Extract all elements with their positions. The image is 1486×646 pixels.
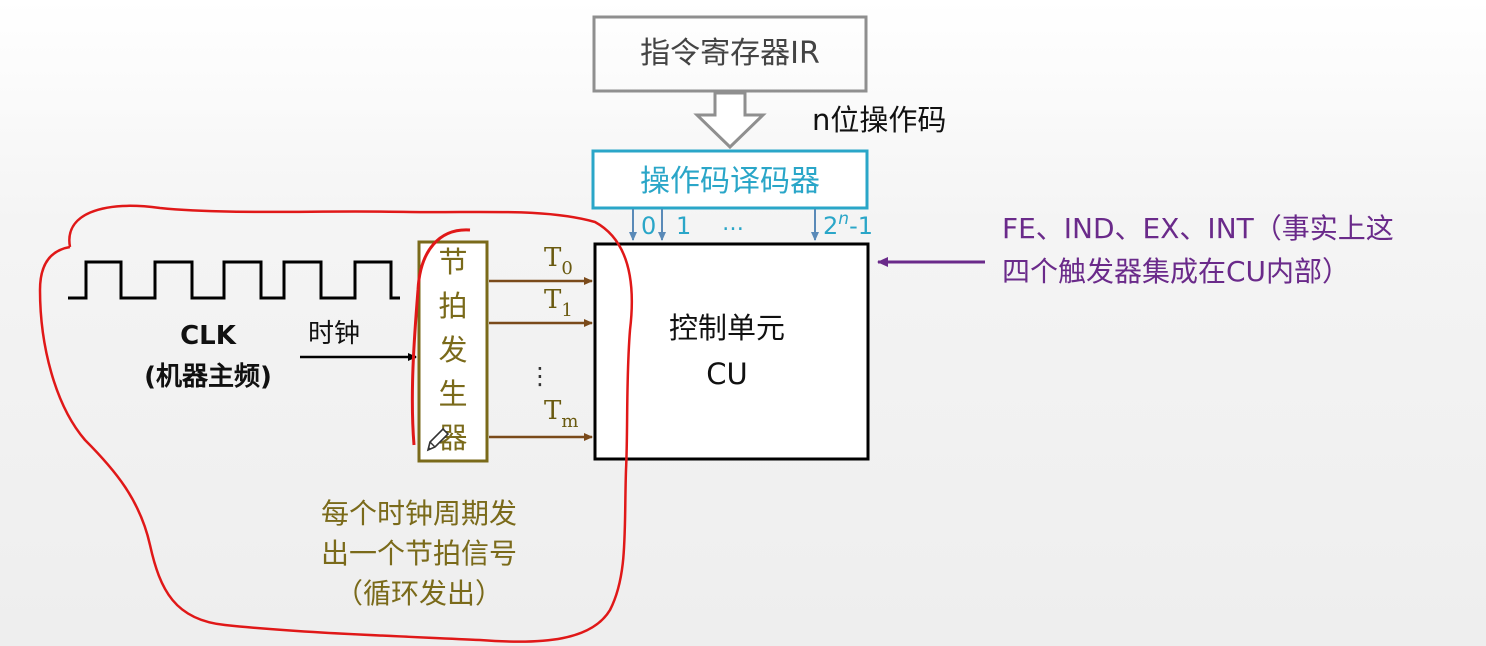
decoder-output-last-base: 2	[823, 212, 838, 240]
clk-label: CLK	[180, 321, 237, 351]
decoder-output-0-label: 0	[641, 212, 656, 240]
beat-generator: 节 拍 发 生 器	[417, 240, 489, 463]
decoder-output-last-sup: n	[838, 209, 849, 229]
beat-signal-t1-base: T	[544, 285, 562, 315]
pencil-icon	[426, 427, 450, 452]
control-unit: 控制单元 CU	[593, 242, 870, 461]
decoder-output-dots: …	[722, 211, 744, 236]
decoder-output-1-label: 1	[676, 212, 691, 240]
control-unit-abbr: CU	[706, 357, 747, 391]
beat-generator-char-4: 生	[438, 377, 467, 411]
control-unit-title: 控制单元	[669, 311, 785, 345]
beat-signal-tm-label: Tm	[544, 396, 578, 432]
beat-note-line3: （循环发出）	[335, 577, 503, 610]
beat-generator-char-3: 发	[438, 333, 467, 367]
beat-signal-t0-label: T0	[544, 243, 573, 279]
beat-signal-t1-label: T1	[544, 285, 573, 321]
beat-generator-char-1: 节	[438, 245, 467, 279]
control-unit-box	[593, 242, 870, 461]
opcode-hollow-arrow	[693, 91, 767, 150]
instruction-register: 指令寄存器IR	[592, 15, 868, 93]
decoder-label: 操作码译码器	[640, 164, 820, 199]
ir-box	[592, 15, 868, 93]
opcode-decoder: 操作码译码器	[591, 149, 869, 210]
beat-signal-dots: ⋮	[528, 362, 552, 390]
flipflops-note-line2: 四个触发器集成在CU内部）	[1002, 255, 1350, 288]
beat-signal-t0-base: T	[544, 243, 562, 273]
beat-signal-tm-base: T	[544, 396, 562, 426]
beat-note-line2: 出一个节拍信号	[321, 537, 517, 570]
beat-signals: T0 T1 ⋮ Tm	[489, 243, 593, 441]
flipflops-note-line1: FE、IND、EX、INT（事实上这	[1002, 212, 1394, 245]
decoder-output-last-suffix: -1	[849, 212, 873, 240]
beat-signal-t0-sub: 0	[561, 258, 572, 279]
clock-arrow-label: 时钟	[308, 319, 360, 349]
ir-label: 指令寄存器IR	[640, 36, 820, 71]
beat-generator-box	[417, 240, 489, 463]
beat-signal-t1-sub: 1	[561, 300, 572, 321]
opcode-bits-label: n位操作码	[812, 103, 946, 137]
clk-sublabel: (机器主频)	[144, 362, 272, 392]
beat-generator-char-2: 拍	[438, 289, 467, 323]
beat-note-line1: 每个时钟周期发	[321, 497, 517, 530]
decoder-outputs: 0 1 … 2n-1	[629, 209, 873, 241]
beat-signal-tm-sub: m	[561, 411, 578, 432]
red-annotation-circle	[38, 204, 634, 643]
decoder-box	[591, 149, 869, 210]
clock-waveform	[68, 260, 400, 300]
red-annotation-stroke	[410, 228, 471, 446]
decoder-output-last-label: 2n-1	[823, 209, 873, 240]
